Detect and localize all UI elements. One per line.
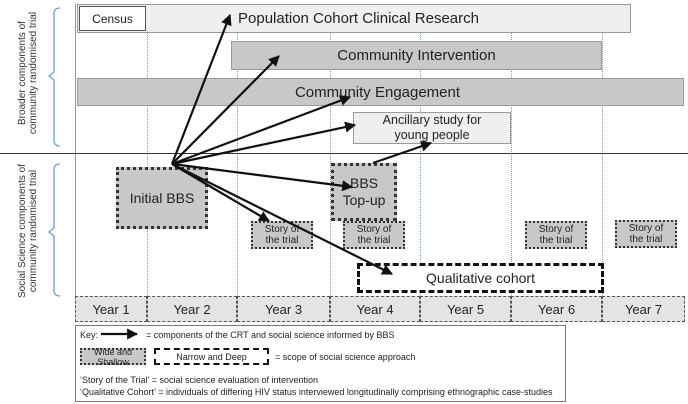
story-line2: the trial xyxy=(539,235,573,246)
arrow-to-community-intervention xyxy=(171,55,280,165)
key-scope-text: = scope of social science approach xyxy=(275,352,416,362)
census-box: Census xyxy=(79,6,146,31)
population-cohort-box: Population Cohort Clinical Research xyxy=(77,4,631,33)
initial-bbs-label: Initial BBS xyxy=(129,190,195,206)
year-2-cell: Year 2 xyxy=(147,296,237,322)
arrow-to-ancillary xyxy=(171,121,357,166)
year-1-cell: Year 1 xyxy=(75,296,147,322)
story-of-trial-box-year3: Story of the trial xyxy=(251,221,313,249)
year-divider-line xyxy=(237,8,238,296)
year-divider-line xyxy=(420,8,421,296)
story-line1: Story of xyxy=(538,224,574,235)
key-wide-shallow-label: Wide and Shallow xyxy=(93,346,133,367)
year-3-cell: Year 3 xyxy=(237,296,330,322)
year-7-cell: Year 7 xyxy=(602,296,685,322)
story-of-trial-box-year7: Story of the trial xyxy=(615,220,677,248)
year-5-cell: Year 5 xyxy=(420,296,511,322)
qualitative-cohort-label: Qualitative cohort xyxy=(426,270,535,286)
year-divider-line xyxy=(511,8,512,296)
ancillary-label-line1: Ancillary study for xyxy=(382,113,482,127)
key-narrow-deep-label: Narrow and Deep xyxy=(176,351,247,362)
key-arrow-icon xyxy=(101,328,139,340)
side-brackets xyxy=(47,7,61,297)
story-line1: Story of xyxy=(264,224,300,235)
community-engagement-label: Community Engagement xyxy=(294,83,461,101)
census-label: Census xyxy=(92,11,133,26)
section-divider-line xyxy=(0,153,688,154)
ancillary-label-line2: young people xyxy=(394,128,470,142)
story-of-trial-box-year6: Story of the trial xyxy=(525,221,587,249)
population-cohort-label: Population Cohort Clinical Research xyxy=(238,10,479,27)
bbs-topup-box: BBS Top-up xyxy=(331,163,397,221)
qualitative-cohort-box: Qualitative cohort xyxy=(357,263,604,293)
community-engagement-box: Community Engagement xyxy=(77,78,684,106)
bbs-topup-line1: BBS xyxy=(349,175,378,191)
year-divider-line xyxy=(330,8,331,296)
left-frame-line xyxy=(75,4,76,296)
key-wide-shallow-swatch: Wide and Shallow xyxy=(80,346,146,367)
top-bracket xyxy=(47,7,61,147)
key-note-story: ‘Story of the Trial’ = social science ev… xyxy=(80,375,319,385)
story-line2: the trial xyxy=(357,235,391,246)
story-line2: the trial xyxy=(629,234,663,245)
bbs-topup-line2: Top-up xyxy=(342,192,386,208)
key-label: Key: xyxy=(80,330,99,340)
community-intervention-box: Community Intervention xyxy=(231,41,602,70)
story-of-trial-box-year4: Story of the trial xyxy=(343,221,405,249)
bbs-arrows xyxy=(170,13,433,275)
key-narrow-deep-swatch: Narrow and Deep xyxy=(154,348,269,365)
arrow-to-bbs-topup xyxy=(171,162,354,192)
arrow-to-story-year3 xyxy=(171,163,270,222)
initial-bbs-box: Initial BBS xyxy=(116,167,208,229)
key-note-qualitative: ‘Qualitative Cohort’ = individuals of di… xyxy=(80,387,553,397)
year-divider-line xyxy=(602,8,603,296)
story-line1: Story of xyxy=(628,223,664,234)
story-line2: the trial xyxy=(265,235,299,246)
year-divider-line xyxy=(147,8,148,296)
story-line1: Story of xyxy=(356,224,392,235)
community-intervention-label: Community Intervention xyxy=(337,47,496,64)
arrow-topup-to-ancillary xyxy=(372,141,433,165)
key-arrow-text: = components of the CRT and social scien… xyxy=(146,330,395,340)
arrow-to-population-cohort xyxy=(170,13,232,165)
year-6-cell: Year 6 xyxy=(511,296,602,322)
arrow-to-qualitative-cohort xyxy=(171,163,393,275)
arrow-to-community-engagement xyxy=(171,95,352,166)
bottom-bracket xyxy=(47,163,61,297)
year-4-cell: Year 4 xyxy=(330,296,420,322)
